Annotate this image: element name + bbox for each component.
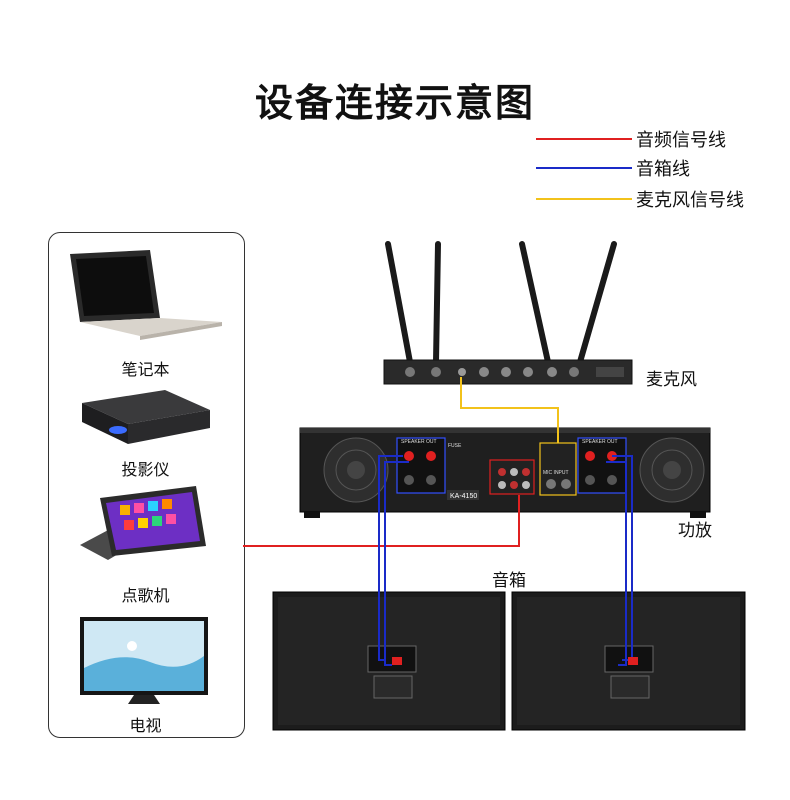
legend-label: 音频信号线 xyxy=(636,130,726,151)
legend-line-yellow xyxy=(536,198,632,200)
amp-fuse-label: FUSE xyxy=(448,443,462,449)
speaker-left xyxy=(272,591,506,731)
legend-label: 麦克风信号线 xyxy=(636,190,744,211)
amp-speaker-out-right-label: SPEAKER OUT xyxy=(582,439,618,445)
karaoke-machine-label: 点歌机 xyxy=(121,586,170,605)
legend-item-speaker-cable: 音箱线 xyxy=(536,157,690,180)
karaoke-machine-icon xyxy=(80,486,206,560)
mic-signal-cable xyxy=(460,377,559,443)
tv-icon xyxy=(80,617,208,704)
legend-line-blue xyxy=(536,167,632,169)
audio-signal-cable xyxy=(243,495,520,547)
speaker-cable-left xyxy=(378,455,403,661)
legend-item-audio-signal: 音频信号线 xyxy=(536,128,726,151)
laptop-label: 笔记本 xyxy=(121,360,170,379)
speaker-cable-right-2 xyxy=(606,461,627,666)
laptop-icon xyxy=(70,250,222,340)
speaker-right xyxy=(511,591,746,731)
legend-line-red xyxy=(536,138,632,140)
legend-item-mic-signal: 麦克风信号线 xyxy=(536,188,744,211)
projector-label: 投影仪 xyxy=(121,460,170,479)
speaker-left-terminal xyxy=(392,657,402,665)
power-amplifier xyxy=(299,427,711,518)
page-title: 设备连接示意图 xyxy=(254,81,535,125)
tv-label: 电视 xyxy=(129,716,162,735)
amp-mic-input-label: MIC INPUT xyxy=(543,470,569,476)
amp-model-plate xyxy=(447,490,479,500)
speaker-right-terminal xyxy=(628,657,638,665)
speaker-cable-left-2 xyxy=(384,461,409,666)
microphone-receiver xyxy=(383,241,633,385)
amp-model-label: KA-4150 xyxy=(450,493,477,500)
projector-icon xyxy=(82,390,210,444)
microphone-label: 麦克风 xyxy=(646,370,697,390)
amplifier-label: 功放 xyxy=(678,521,712,541)
amp-speaker-out-left-label: SPEAKER OUT xyxy=(401,439,437,445)
legend-label: 音箱线 xyxy=(636,159,690,180)
speakers-label: 音箱 xyxy=(492,571,526,591)
